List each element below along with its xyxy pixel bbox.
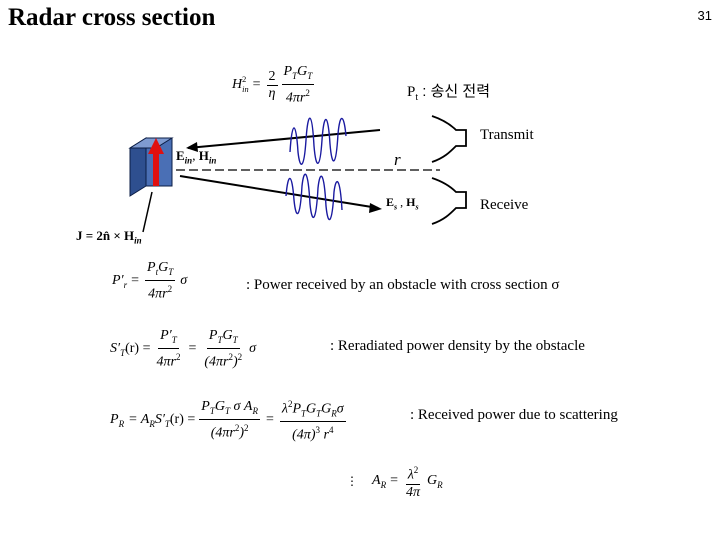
scattering-lhs: PR xyxy=(110,411,125,429)
pt-label: Pt : 송신 전력 xyxy=(407,83,490,103)
receive-label: Receive xyxy=(480,197,529,213)
current-leader-line xyxy=(142,191,153,233)
power-received-lhs: P′r xyxy=(112,272,128,290)
aperture-bullet: ⋮ xyxy=(346,473,358,488)
reradiated-fraction-2: PTGT (4πr2)2 xyxy=(204,328,243,370)
scattered-field-label: Es , Hs xyxy=(386,195,419,212)
aperture-equation: ⋮ AR = λ2 4π GR xyxy=(346,462,443,501)
receive-arrow-line xyxy=(179,175,379,209)
plate-top xyxy=(128,137,174,149)
reradiated-lhs: S′T(r) = xyxy=(110,340,151,358)
current-equation: J = 2n̂ × Hin xyxy=(76,228,142,246)
scattering-description: : Received power due to scattering xyxy=(410,407,618,423)
transmit-arrow-head xyxy=(186,142,198,152)
aperture-fraction: λ2 4π xyxy=(404,462,422,501)
page-number: 31 xyxy=(697,8,712,23)
reradiated-equation: S′T(r) = P′T 4πr2 = PTGT (4πr2)2 σ xyxy=(110,328,257,370)
power-received-description: : Power received by an obstacle with cro… xyxy=(246,277,560,293)
h-in-equals: = xyxy=(252,77,261,93)
scattered-wave xyxy=(285,173,343,221)
incident-wave xyxy=(289,117,347,165)
aperture-lhs: AR xyxy=(372,472,387,490)
transmit-antenna xyxy=(431,115,467,163)
scattering-fraction-1: PTGT σ AR (4πr2)2 xyxy=(199,398,260,441)
scattering-equation: PR = ARS′T(r) = PTGT σ AR (4πr2)2 = λ2PT… xyxy=(110,396,348,444)
current-arrow-head xyxy=(148,138,164,154)
power-received-equation: P′r = PtGT 4πr2 σ xyxy=(112,260,188,302)
incident-field-label: Ein, Hin xyxy=(176,148,217,166)
reradiated-description: : Reradiated power density by the obstac… xyxy=(330,338,585,354)
scattering-fraction-2: λ2PTGTGRσ (4π)3 r4 xyxy=(279,396,346,444)
transmit-arrow-line xyxy=(187,129,381,149)
range-label: r xyxy=(394,150,401,169)
transmit-label: Transmit xyxy=(480,127,534,143)
slide-title: Radar cross section xyxy=(8,4,216,31)
reradiated-fraction-1: P′T 4πr2 xyxy=(156,328,181,370)
h-in-fraction-1: 2 η xyxy=(266,68,278,101)
power-received-fraction: PtGT 4πr2 xyxy=(145,260,176,302)
receive-antenna xyxy=(431,177,467,225)
h-in-fraction-2: PTGT 4πr2 xyxy=(281,64,315,106)
receive-arrow-head xyxy=(369,203,382,213)
